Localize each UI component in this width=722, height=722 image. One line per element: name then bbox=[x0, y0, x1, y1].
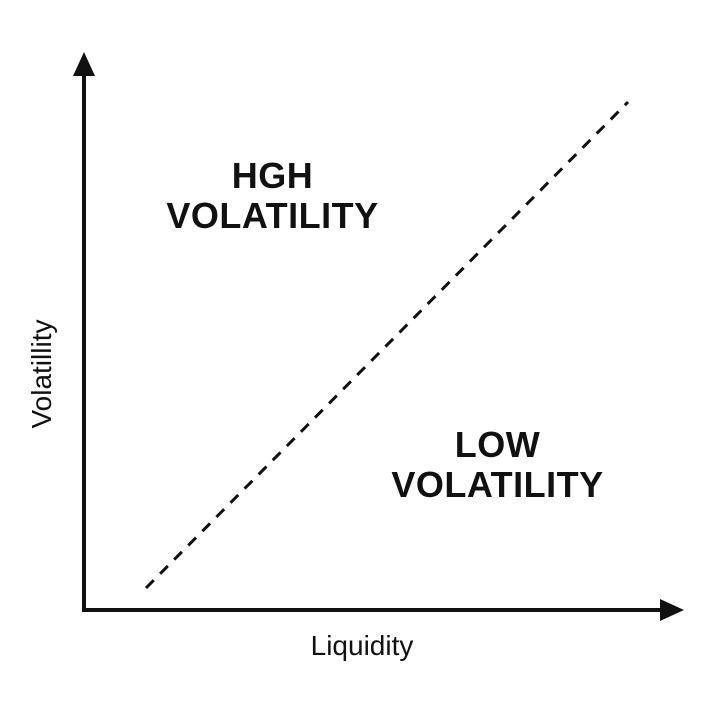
low-region-line-1: LOW bbox=[454, 424, 541, 465]
x-axis-label: Liquidity bbox=[310, 630, 414, 661]
x-axis-arrowhead bbox=[660, 599, 684, 621]
y-axis-label: Volatillity bbox=[26, 319, 57, 429]
y-axis-arrowhead bbox=[73, 52, 95, 76]
low-volatility-region-label: LOW VOLATILITY bbox=[375, 425, 620, 505]
diagonal-divider-dashed bbox=[144, 100, 630, 590]
high-region-line-2: VOLATILITY bbox=[166, 195, 379, 236]
high-volatility-region-label: HGH VOLATILITY bbox=[150, 156, 395, 236]
high-region-line-1: HGH bbox=[231, 155, 314, 196]
low-region-line-2: VOLATILITY bbox=[391, 464, 604, 505]
